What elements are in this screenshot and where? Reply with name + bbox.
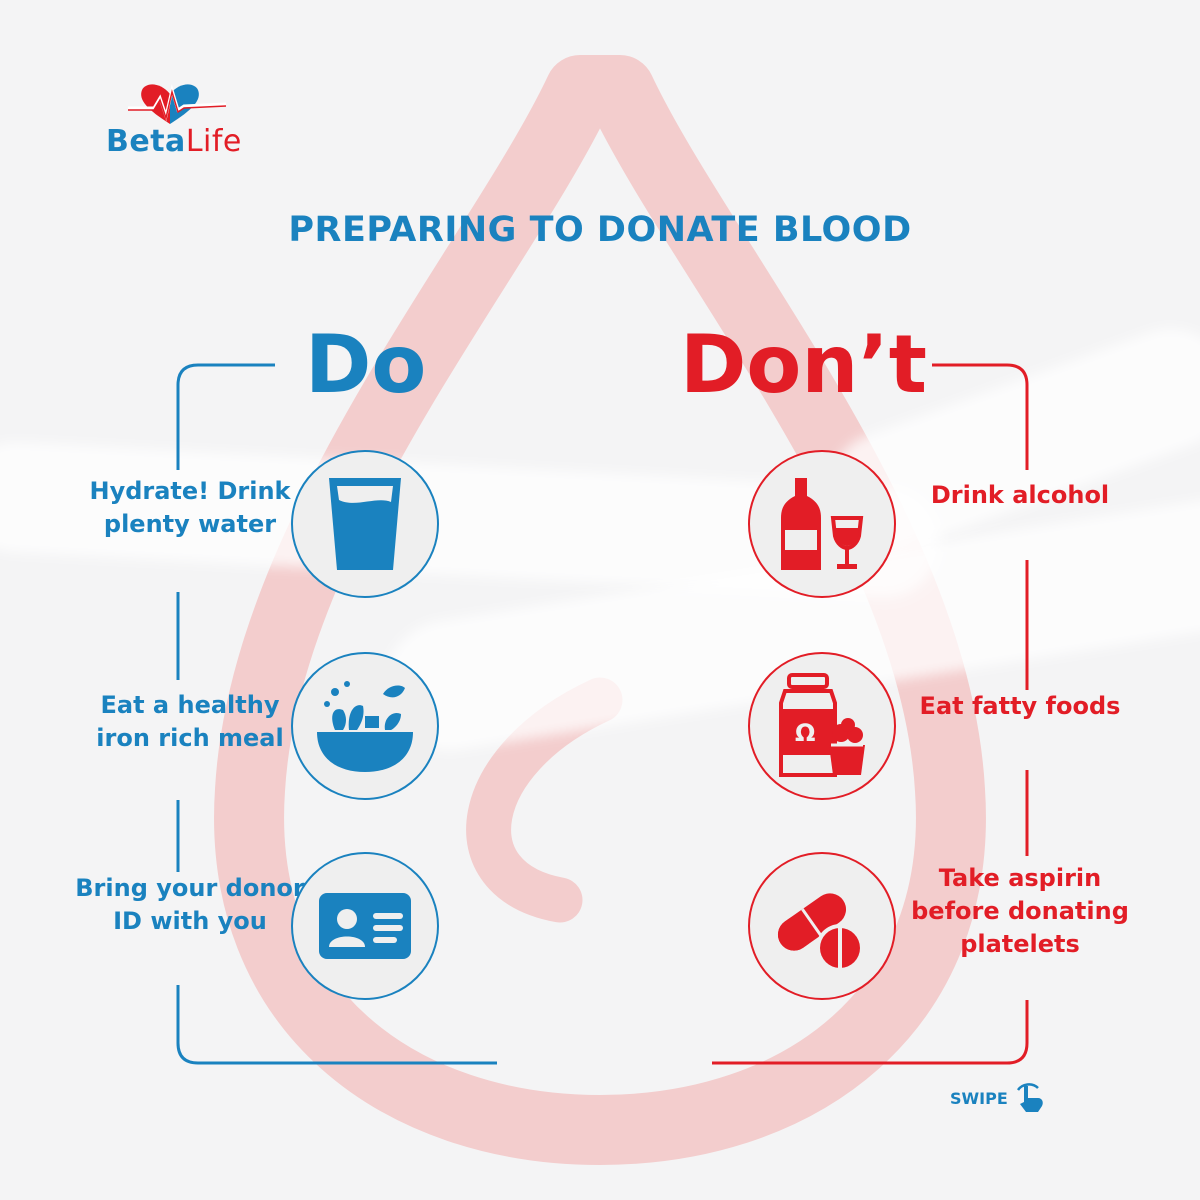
dont-item-alcohol-text: Drink alcohol [930, 481, 1110, 509]
svg-text:Ω: Ω [795, 719, 815, 747]
brand-name-life: Life [185, 124, 242, 159]
dont-item-fatty-text: Eat fatty foods [919, 692, 1121, 720]
do-item-hydrate-text: Hydrate! Drink plenty water [89, 477, 291, 538]
swipe-hint[interactable]: SWIPE [950, 1082, 1046, 1114]
do-item-donor-id-text: Bring your donor ID with you [75, 874, 305, 935]
betalife-logo: BetaLife [100, 80, 250, 160]
brand-name-beta: Beta [106, 124, 186, 159]
dont-item-fatty-circle: Ω [748, 652, 896, 800]
do-item-hydrate-circle [291, 450, 439, 598]
page-title: PREPARING TO DONATE BLOOD [288, 210, 912, 250]
do-item-meal-circle [291, 652, 439, 800]
water-glass-icon [329, 478, 401, 570]
do-heading: Do [305, 318, 427, 411]
dont-heading: Don’t [680, 318, 927, 411]
swipe-label: SWIPE [950, 1088, 1008, 1108]
id-card-icon [319, 893, 411, 959]
salad-bowl-icon [317, 681, 413, 772]
jar-and-cake-icon: Ω [779, 673, 865, 777]
wine-bottle-glass-icon [781, 478, 864, 570]
do-item-donor-id-circle [291, 852, 439, 1000]
dont-item-aspirin-text: Take aspirin before donating platelets [911, 864, 1129, 958]
pills-icon [777, 893, 864, 972]
dont-item-alcohol-circle [748, 450, 896, 598]
dont-item-aspirin-circle [748, 852, 896, 1000]
swipe-hand-icon [1016, 1083, 1043, 1112]
heart-pulse-icon [128, 84, 227, 124]
brand-name: BetaLife [106, 124, 242, 159]
do-item-meal-text: Eat a healthy iron rich meal [96, 691, 284, 752]
